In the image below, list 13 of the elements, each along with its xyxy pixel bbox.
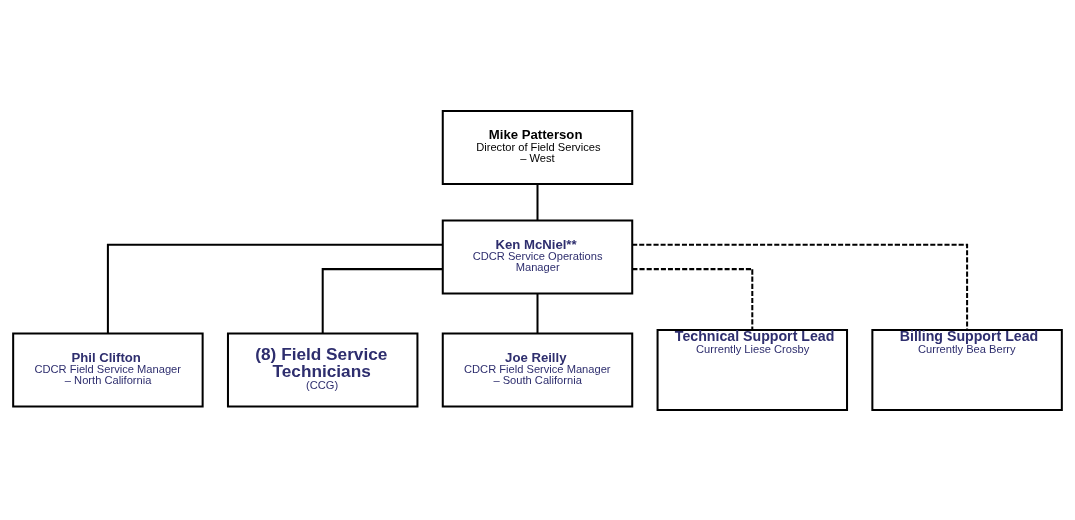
node-box: Mike Patterson Director of Field Services – West [441, 109, 634, 185]
node-box: Phil Clifton CDCR Field Service Manager – North California [12, 331, 204, 407]
connector [536, 183, 539, 220]
node-box: (8) Field Service Technicians (CCG) [226, 331, 419, 407]
connector [632, 267, 754, 330]
connector [106, 243, 443, 333]
node-box: Joe Reilly CDCR Field Service Manager – South California [441, 331, 634, 407]
connector [321, 267, 443, 333]
node-box: Billing Support Lead Currently Bea Berry [871, 328, 1063, 411]
node-box: Ken McNiel** CDCR Service Operations Manager [441, 218, 634, 294]
node-box: Technical Support Lead Currently Liese Crosby [656, 328, 849, 411]
connector [536, 293, 539, 333]
connector [632, 243, 969, 330]
